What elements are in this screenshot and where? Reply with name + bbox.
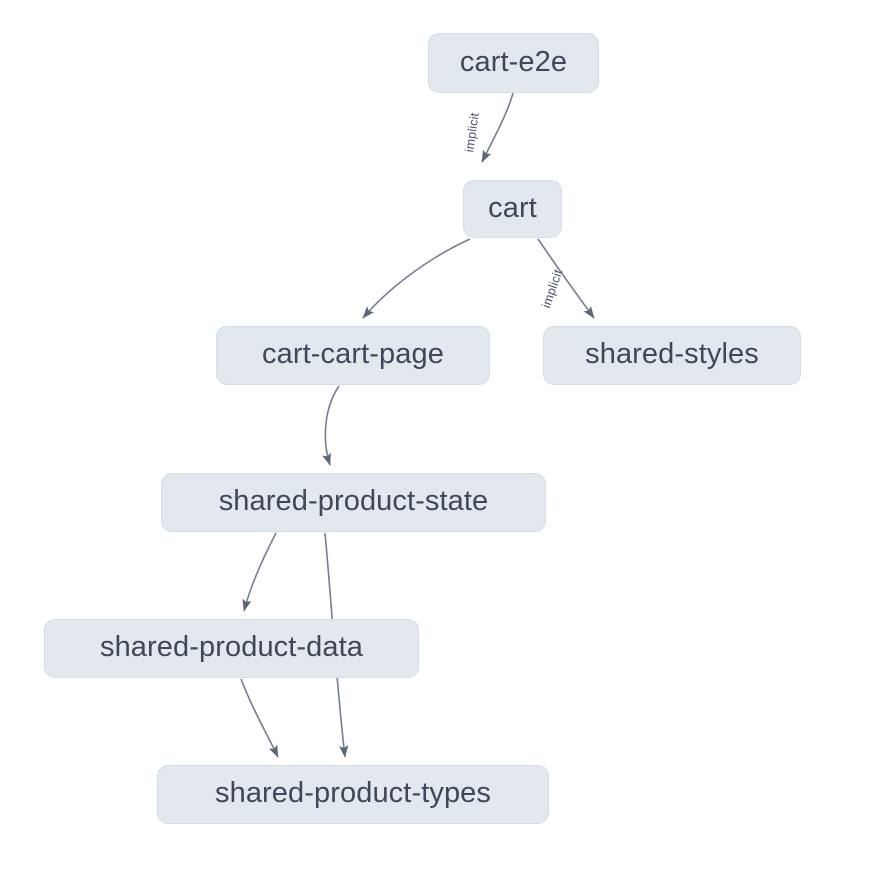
graph-node-shared-product-data[interactable]: shared-product-data xyxy=(44,619,419,678)
edge-cart-e2e-to-cart xyxy=(481,92,514,163)
edge-cart-cart-page-to-shared-product-state xyxy=(322,385,340,466)
graph-node-label: cart-cart-page xyxy=(262,338,444,370)
edge-cart-to-shared-styles xyxy=(537,238,595,319)
edge-shared-product-data-to-shared-product-types xyxy=(240,678,279,758)
graph-node-label: shared-product-types xyxy=(214,777,492,809)
graph-node-label: shared-product-data xyxy=(99,631,364,663)
edge-cart-to-cart-cart-page xyxy=(362,238,471,319)
graph-node-cart-e2e[interactable]: cart-e2e xyxy=(428,33,599,93)
graph-node-cart-cart-page[interactable]: cart-cart-page xyxy=(216,326,490,385)
graph-node-shared-product-types[interactable]: shared-product-types xyxy=(157,765,549,824)
edge-label-cart-to-shared-styles: implicit xyxy=(539,267,565,309)
graph-node-cart[interactable]: cart xyxy=(463,180,562,238)
graph-node-label: cart xyxy=(488,191,537,224)
graph-node-shared-styles[interactable]: shared-styles xyxy=(543,326,801,385)
edge-shared-product-state-to-shared-product-data xyxy=(242,532,277,612)
graph-node-label: shared-styles xyxy=(585,338,759,370)
graph-node-shared-product-state[interactable]: shared-product-state xyxy=(161,473,546,532)
graph-node-label: cart-e2e xyxy=(459,45,568,78)
graph-node-label: shared-product-state xyxy=(218,485,489,517)
edge-label-cart-e2e-to-cart: implicit xyxy=(462,111,481,153)
